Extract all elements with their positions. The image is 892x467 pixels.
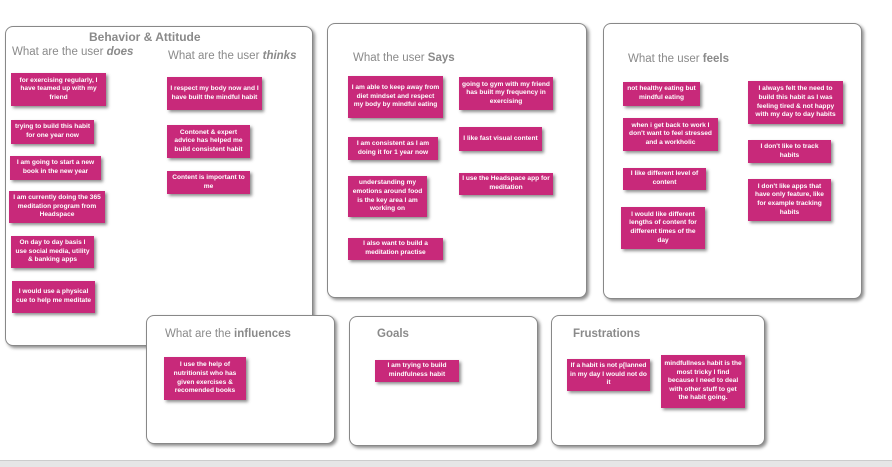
thinks-heading: What are the user thinks: [168, 50, 296, 62]
sticky-note[interactable]: I like fast visual content: [459, 127, 542, 151]
frustrations-heading: Frustrations: [573, 328, 641, 340]
does-heading: What are the user does: [12, 46, 133, 58]
does-heading-prefix: What are the user: [12, 46, 107, 58]
sticky-note[interactable]: Contonet & expert advice has helped me b…: [167, 125, 250, 158]
sticky-note[interactable]: I use the Headspace app for meditation: [459, 173, 553, 195]
sticky-note[interactable]: I don't like to track habits: [748, 140, 831, 163]
sticky-note[interactable]: I always felt the need to build this hab…: [748, 81, 843, 124]
sticky-note[interactable]: I am currently doing the 365 meditation …: [9, 191, 105, 223]
says-heading-prefix: What the user: [353, 52, 428, 64]
sticky-note[interactable]: I am going to start a new book in the ne…: [10, 156, 101, 180]
sticky-note[interactable]: I don't like apps that have only feature…: [748, 179, 831, 221]
sticky-note[interactable]: understanding my emotions around food is…: [348, 176, 427, 217]
sticky-note[interactable]: Content is important to me: [167, 171, 250, 194]
sticky-note[interactable]: I would like different lengths of conten…: [621, 207, 705, 249]
sticky-note[interactable]: I am consistent as I am doing it for 1 y…: [348, 137, 438, 160]
sticky-note[interactable]: I also want to build a meditation practi…: [348, 238, 443, 260]
influences-heading-prefix: What are the: [165, 328, 235, 340]
influences-heading: What are the influences: [165, 328, 291, 340]
thinks-heading-prefix: What are the user: [168, 50, 263, 62]
does-heading-em: does: [106, 46, 134, 58]
sticky-note[interactable]: when i get back to work I don't want to …: [623, 118, 718, 151]
sticky-note[interactable]: If a habit is not p[lanned in my day I w…: [567, 359, 650, 391]
sticky-note[interactable]: going to gym with my friend has built my…: [459, 77, 553, 110]
sticky-note[interactable]: trying to build this habit for one year …: [11, 120, 94, 144]
sticky-note[interactable]: I would use a physical cue to help me me…: [12, 281, 95, 313]
says-heading-em: Says: [427, 52, 455, 64]
thinks-heading-em: thinks: [262, 50, 297, 62]
sticky-note[interactable]: mindfullness habit is the most tricky I …: [661, 355, 745, 408]
feels-heading-prefix: What the user: [628, 53, 703, 65]
feels-heading-em: feels: [702, 53, 730, 65]
goals-heading: Goals: [377, 328, 409, 340]
sticky-note[interactable]: I use the help of nutritionist who has g…: [164, 357, 246, 400]
says-heading: What the user Says: [353, 52, 455, 64]
sticky-note[interactable]: On day to day basis I use social media, …: [11, 236, 94, 268]
horizontal-scrollbar[interactable]: [0, 460, 892, 467]
sticky-note[interactable]: I am trying to build mindfulness habit: [375, 360, 459, 382]
behavior-title: Behavior & Attitude: [89, 30, 201, 44]
sticky-note[interactable]: not healthy eating but mindful eating: [623, 82, 700, 106]
sticky-note[interactable]: I am able to keep away from diet mindset…: [348, 76, 443, 118]
sticky-note[interactable]: for exercising regularly, I have teamed …: [11, 73, 106, 106]
sticky-note[interactable]: I like different level of content: [623, 168, 706, 190]
feels-heading: What the user feels: [628, 53, 729, 65]
sticky-note[interactable]: I respect my body now and I have built t…: [167, 77, 262, 110]
influences-heading-em: influences: [234, 328, 291, 340]
